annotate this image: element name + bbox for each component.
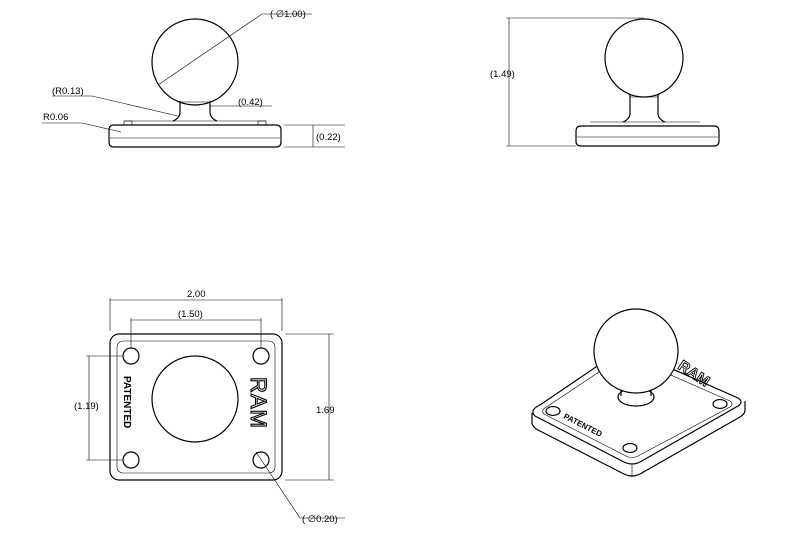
front-ball-diameter-label: ( ∅1.00) xyxy=(270,9,306,20)
top-hole-bottom-right xyxy=(252,451,270,469)
top-plate-outer xyxy=(109,333,283,481)
top-plate-inner xyxy=(116,340,276,474)
iso-hole-front xyxy=(622,442,638,454)
front-base-boss-right xyxy=(257,120,267,126)
top-hole-diameter-leader xyxy=(255,451,345,519)
top-hole-bottom-left xyxy=(122,451,140,469)
iso-ball xyxy=(593,308,679,394)
top-view: PATENTED RAM 2.00 (1.50) (1.19) 1.69 ( ∅… xyxy=(74,289,345,525)
side-base-plate xyxy=(575,125,720,147)
front-radius-neck-leader xyxy=(52,95,179,117)
top-label-brand: RAM xyxy=(246,377,271,429)
front-ball xyxy=(151,18,239,106)
front-radius-base-label: R0.06 xyxy=(43,112,68,123)
front-radius-base-leader xyxy=(42,122,122,133)
side-view: (1.49) xyxy=(490,17,720,147)
front-radius-neck-label: (R0.13) xyxy=(52,86,84,97)
top-ball-circle xyxy=(151,355,239,443)
top-label-patented: PATENTED xyxy=(121,376,132,428)
iso-view: PATENTED RAM xyxy=(531,308,746,477)
front-view: ( ∅1.00) (R0.13) (0.42) R0.06 (0.22) xyxy=(42,9,345,148)
top-width-label: 2.00 xyxy=(187,289,206,300)
top-depth-label: 1.69 xyxy=(316,405,335,416)
side-neck xyxy=(622,94,666,123)
front-base-plate xyxy=(108,124,282,148)
top-hole-top-left xyxy=(122,347,140,365)
iso-hole-right xyxy=(712,398,728,410)
front-neck xyxy=(172,101,218,122)
iso-plate-side xyxy=(531,401,746,477)
front-thickness-label: (0.22) xyxy=(316,132,341,143)
iso-label-patented: PATENTED xyxy=(562,412,604,439)
top-holes-y-label: (1.19) xyxy=(74,401,99,412)
side-ball xyxy=(604,18,684,98)
side-height-label: (1.49) xyxy=(490,69,515,80)
top-holes-x-label: (1.50) xyxy=(178,309,203,320)
front-ball-diameter-leader xyxy=(157,13,312,86)
iso-hole-left xyxy=(545,405,561,417)
front-base-boss-left xyxy=(123,120,133,126)
top-hole-top-right xyxy=(252,347,270,365)
top-hole-diameter-label: ( ∅0.20) xyxy=(302,514,338,525)
front-neck-width-label: (0.42) xyxy=(238,97,263,108)
iso-label-brand: RAM xyxy=(675,357,713,390)
